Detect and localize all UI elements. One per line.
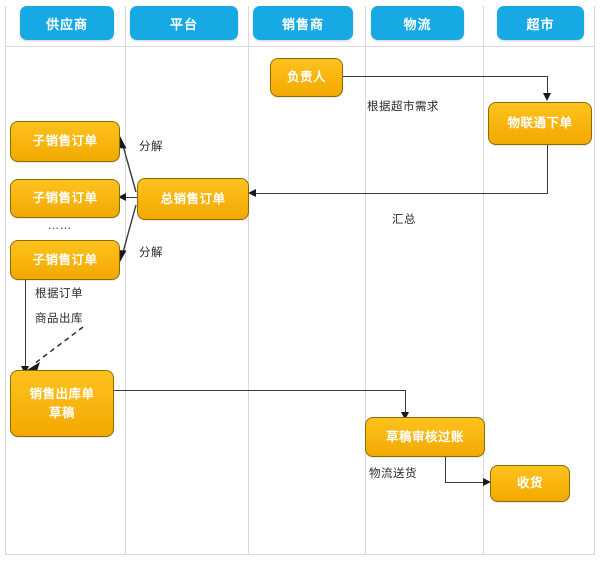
lane-divider-2 [248, 6, 249, 555]
lane-divider-3 [365, 6, 366, 555]
edge-audit-to-receive-horizontal [445, 482, 484, 484]
node-outbound-draft[interactable]: 销售出库单 草稿 [10, 370, 114, 437]
node-total-order[interactable]: 总销售订单 [137, 178, 249, 220]
edge-label-delivery: 物流送货 [369, 466, 417, 480]
edge-label-summary: 汇总 [392, 212, 416, 226]
node-iot-order-label: 物联通下单 [507, 115, 573, 131]
edge-outbound-to-audit-horizontal [112, 390, 406, 392]
edge-total-to-sub2-arrowhead [118, 193, 126, 201]
node-sub-order-3-label: 子销售订单 [32, 251, 98, 267]
edge-label-split-top: 分解 [139, 139, 163, 153]
lane-header-logistics[interactable]: 物流 [371, 6, 464, 40]
node-total-order-label: 总销售订单 [160, 190, 226, 206]
edge-owner-to-iot-horizontal [341, 76, 548, 78]
edge-owner-to-iot-arrowhead [543, 93, 551, 101]
edge-owner-to-iot-vertical [547, 76, 549, 94]
edge-iot-to-total-horizontal [256, 193, 548, 195]
node-receive[interactable]: 收货 [490, 465, 570, 502]
lane-header-platform[interactable]: 平台 [130, 6, 238, 40]
edge-audit-to-receive-vertical [445, 455, 447, 483]
node-owner-label: 负责人 [286, 69, 326, 85]
edge-label-split-bottom: 分解 [139, 245, 163, 259]
node-sub-order-2[interactable]: 子销售订单 [10, 179, 120, 218]
edge-iot-to-total-vertical [547, 143, 549, 194]
node-draft-audit-label: 草稿审核过账 [385, 428, 464, 444]
node-iot-order[interactable]: 物联通下单 [488, 102, 592, 145]
node-sub-order-2-label: 子销售订单 [32, 190, 98, 206]
node-draft-audit[interactable]: 草稿审核过账 [365, 417, 485, 457]
lane-header-platform-label: 平台 [169, 17, 198, 33]
edge-total-to-sub2 [126, 197, 137, 199]
lane-divider-4 [483, 6, 484, 555]
node-sub-order-1[interactable]: 子销售订单 [10, 121, 120, 162]
lane-header-supplier-label: 供应商 [45, 17, 88, 33]
lane-header-logistics-label: 物流 [403, 17, 432, 33]
lane-divider-0 [5, 6, 6, 555]
lane-header-reseller-label: 销售商 [281, 17, 324, 33]
lane-divider-5 [594, 6, 595, 555]
edge-label-demand: 根据超市需求 [367, 99, 439, 113]
edge-outbound-to-audit-arrowhead [401, 412, 409, 420]
edge-audit-to-receive-arrowhead [483, 478, 491, 486]
edge-outbound-to-audit-vertical [405, 390, 407, 414]
node-outbound-draft-line1: 销售出库单 [29, 386, 95, 402]
lane-header-reseller[interactable]: 销售商 [253, 6, 353, 40]
node-outbound-draft-line2: 草稿 [48, 404, 75, 420]
node-receive-label: 收货 [516, 475, 543, 491]
node-owner[interactable]: 负责人 [270, 58, 343, 97]
lane-header-supermarket[interactable]: 超市 [497, 6, 584, 40]
node-sub-order-1-label: 子销售订单 [32, 133, 98, 149]
lane-header-separator [5, 46, 595, 47]
lane-header-supplier[interactable]: 供应商 [20, 6, 114, 40]
lane-header-supermarket-label: 超市 [526, 17, 555, 33]
sub-order-ellipsis: …… [48, 219, 72, 232]
edge-goods-outbound-dashed [27, 326, 84, 374]
edge-label-by-order-line2: 商品出库 [35, 311, 83, 325]
edge-iot-to-total-arrowhead [248, 189, 256, 197]
lane-divider-1 [125, 6, 126, 555]
lane-bottom-border [5, 554, 595, 555]
node-sub-order-3[interactable]: 子销售订单 [10, 240, 120, 280]
edge-label-by-order-line1: 根据订单 [35, 286, 83, 300]
edge-sub3-to-outbound-vertical [25, 278, 27, 369]
